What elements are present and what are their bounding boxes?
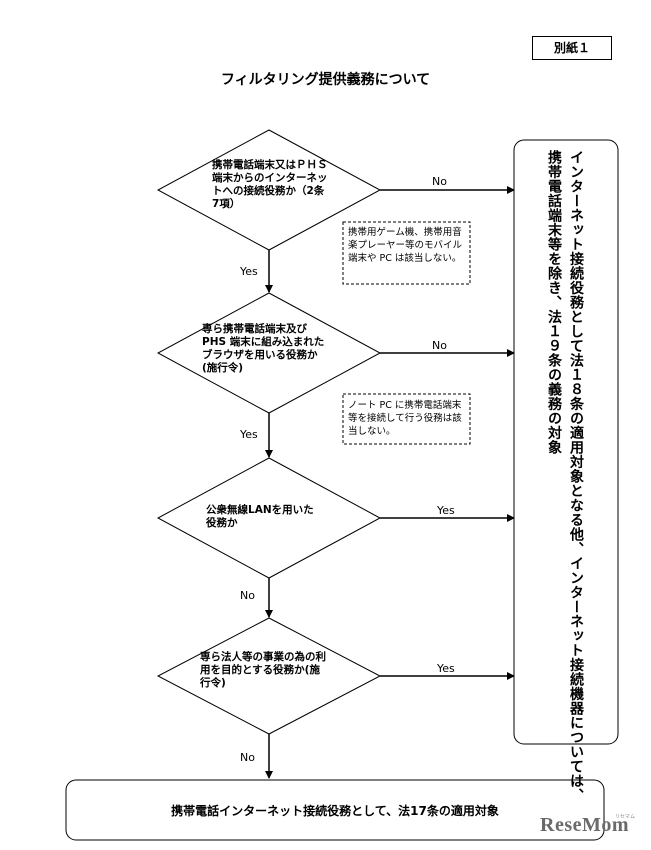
label-yes-4: Yes xyxy=(437,662,455,675)
result-bottom-text: 携帯電話インターネット接続役務として、法17条の適用対象 xyxy=(171,804,499,818)
label-no-3: No xyxy=(240,589,255,602)
attachment-label: 別紙１ xyxy=(532,36,612,60)
note-box-1 xyxy=(342,221,471,285)
label-no-2: No xyxy=(432,339,447,352)
note-text-2: ノート PC に携帯電話端末等を接続して行う役務は該当しない。 xyxy=(348,400,462,437)
note-text-1: 携帯用ゲーム機、携帯用音楽プレーヤー等のモバイル端末や PC は該当しない。 xyxy=(348,227,463,264)
decision-text-4: 専ら法人等の事業の為の利用を目的とする役務か(施行令) xyxy=(200,651,326,689)
decision-text-2: 専ら携帯電話端末及びPHS 端末に組み込まれたブラウザを用いる役務か(施行令) xyxy=(202,323,325,374)
note-box-2 xyxy=(342,393,471,445)
decision-text-1: 携帯電話端末又はＰＨＳ端末からのインターネットへの接続役務か（2条7項） xyxy=(212,159,328,210)
result-right-line-1: インターネット接続役務として法１８条の適用対象となる他、インターネット接続機器に… xyxy=(568,150,584,803)
label-yes-2: Yes xyxy=(240,428,258,441)
page-title: フィルタリング提供義務について xyxy=(220,72,431,88)
decision-text-3: 公衆無線LANを用いた役務か xyxy=(206,504,314,529)
label-yes-3: Yes xyxy=(437,504,455,517)
label-no-4: No xyxy=(240,751,255,764)
label-yes-1: Yes xyxy=(240,265,258,278)
resemom-logo-sub: リセマム xyxy=(615,814,636,820)
result-right-line-2: 携帯電話端末等を除き、法１９条の義務の対象 xyxy=(546,150,562,455)
resemom-logo: ReseMom xyxy=(540,814,630,836)
result-box-bottom xyxy=(65,779,605,841)
result-box-right xyxy=(513,139,619,745)
label-no-1: No xyxy=(432,175,447,188)
